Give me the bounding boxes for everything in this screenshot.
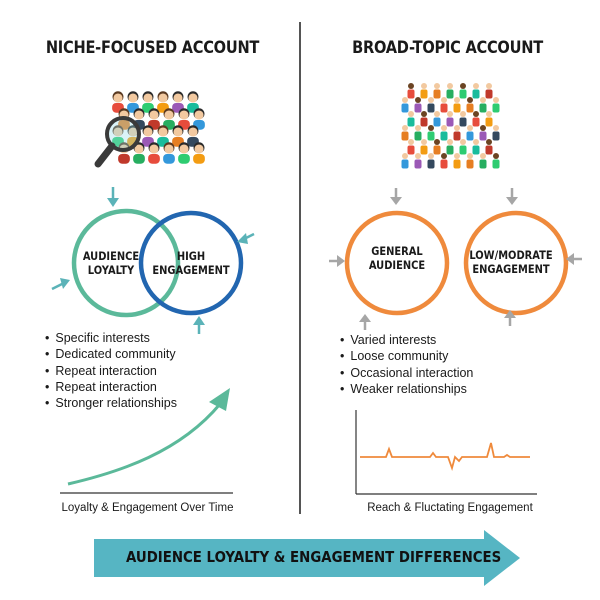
fluctuation-line	[360, 442, 530, 471]
large-crowd-icon	[401, 83, 500, 169]
list-item: Varied interests	[340, 332, 473, 348]
reach-fluctuation-chart	[355, 410, 537, 495]
list-item: Specific interests	[45, 330, 177, 346]
general-audience-circle	[344, 210, 450, 316]
right-chart-caption: Reach & Fluctating Engagement	[367, 502, 533, 514]
right-bullet-list: Varied interests Loose community Occasio…	[340, 332, 473, 397]
left-chart-caption: Loyalty & Engagement Over Time	[61, 502, 234, 514]
list-item: Occasional interaction	[340, 365, 473, 381]
list-item: Weaker relationships	[340, 381, 473, 397]
list-item: Repeat interaction	[45, 363, 177, 379]
audience-loyalty-circle	[71, 208, 181, 318]
center-divider	[299, 22, 301, 514]
list-item: Repeat interaction	[45, 379, 177, 395]
list-item: Dedicated community	[45, 346, 177, 362]
list-item: Stronger relationships	[45, 395, 177, 411]
left-venn	[51, 208, 255, 334]
low-engagement-circle	[463, 210, 569, 316]
banner-title: AUDIENCE LOYALTY & ENGAGEMENT DIFFERENCE…	[126, 548, 502, 566]
loyalty-growth-chart	[60, 388, 233, 494]
magnifier-crowd-icon	[94, 91, 205, 168]
growth-arrowhead	[209, 388, 230, 411]
arrow-down-icon	[107, 187, 119, 207]
list-item: Loose community	[340, 348, 473, 364]
high-engagement-circle	[138, 210, 244, 316]
banner-arrow	[94, 530, 520, 586]
left-bullet-list: Specific interests Dedicated community R…	[45, 330, 177, 411]
right-circles	[329, 188, 582, 330]
right-title: BROAD-TOPIC ACCOUNT	[352, 38, 543, 58]
left-title: NICHE-FOCUSED ACCOUNT	[45, 38, 260, 58]
growth-curve	[67, 403, 222, 486]
